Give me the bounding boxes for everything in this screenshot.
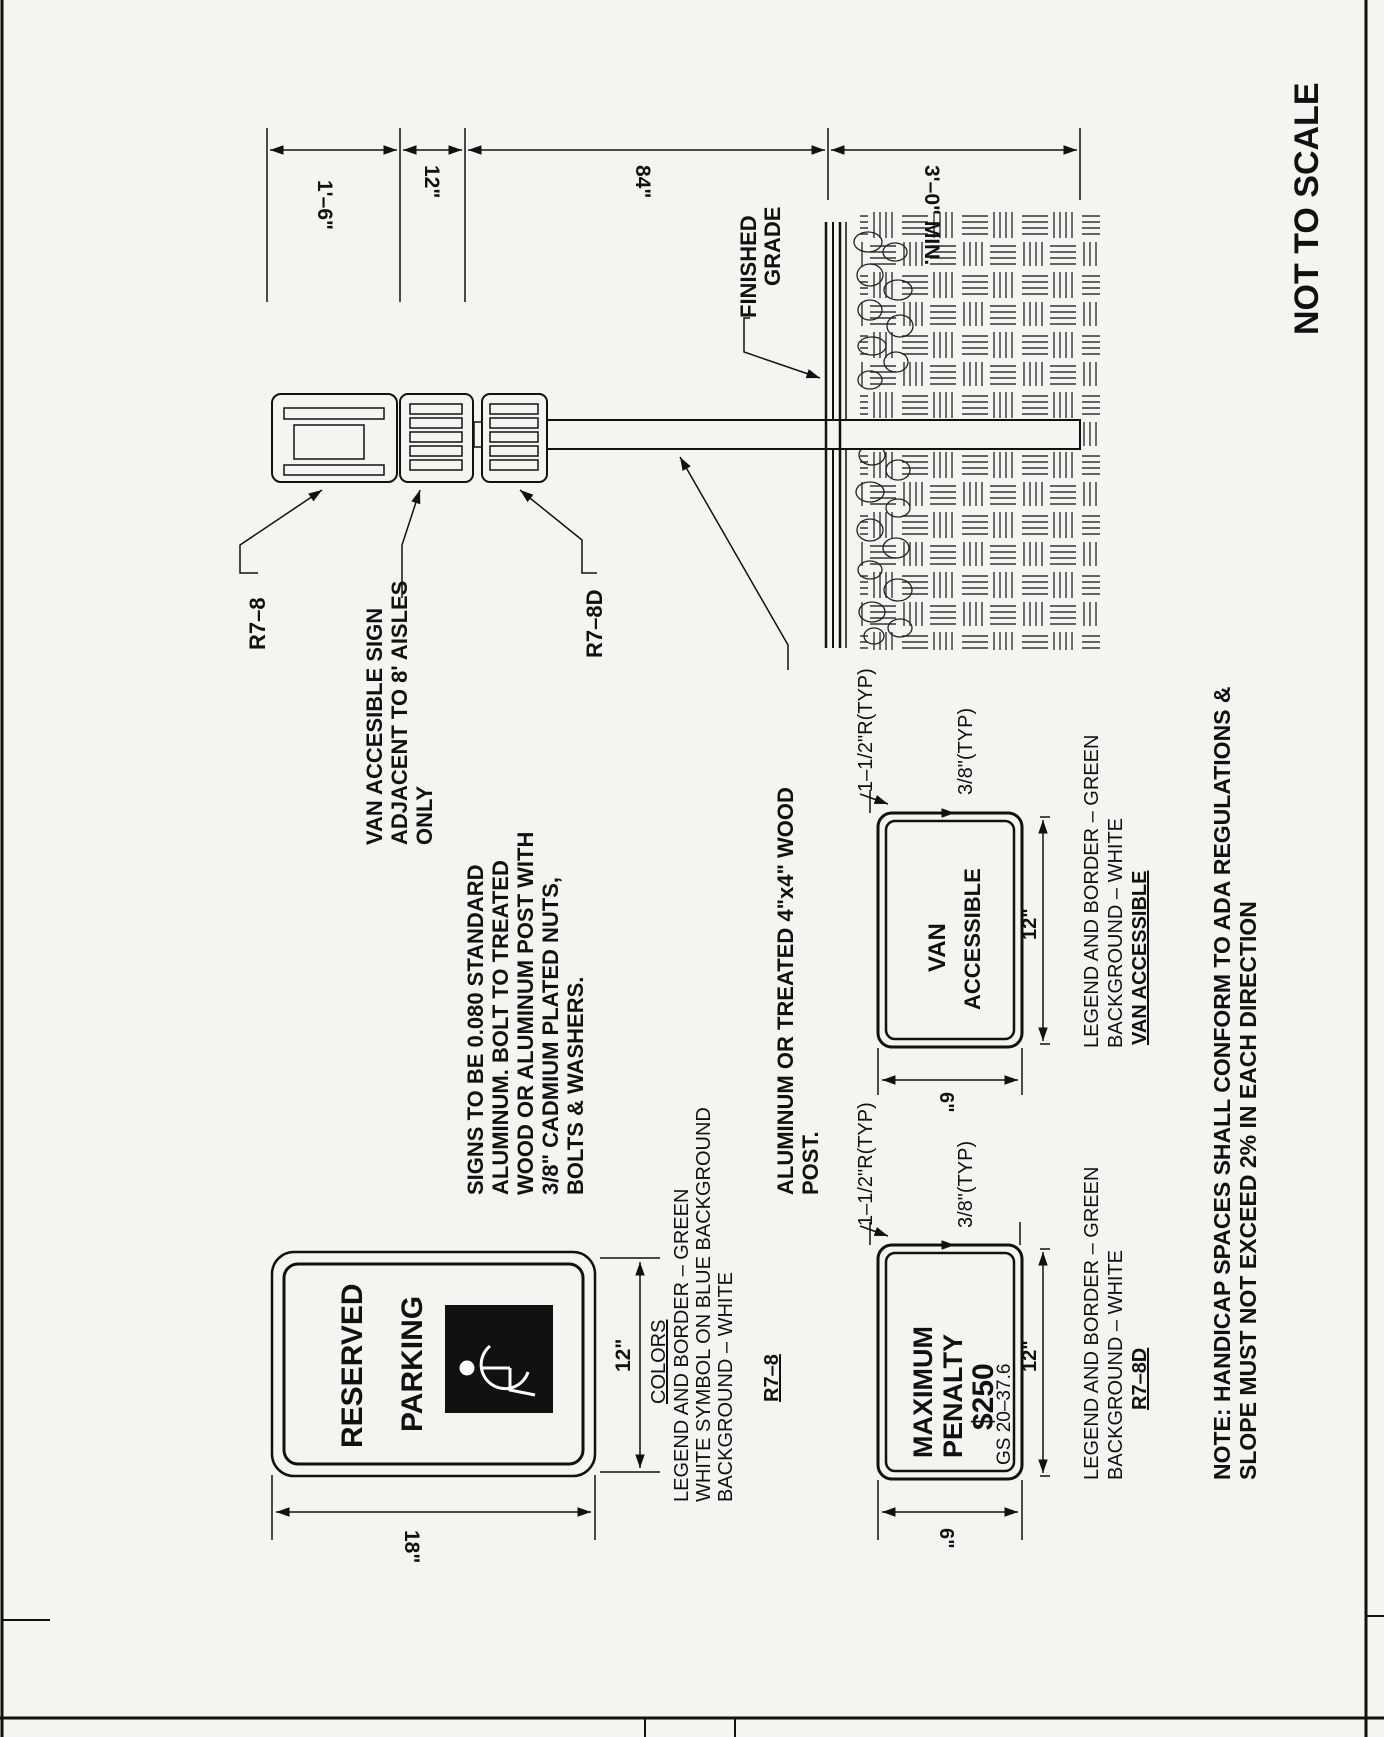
elevation-dimensions xyxy=(266,128,1081,302)
not-to-scale-label: NOT TO SCALE xyxy=(1288,83,1326,336)
r7-8-colors: COLORS LEGEND AND BORDER – GREEN WHITE S… xyxy=(648,1107,783,1502)
van-sign-radius: 1–1/2"R(TYP) xyxy=(855,668,877,792)
svg-text:SIGNS TO BE 0.080 STANDARD: SIGNS TO BE 0.080 STANDARD xyxy=(463,865,488,1195)
signs-note: SIGNS TO BE 0.080 STANDARD ALUMINUM. BOL… xyxy=(463,832,588,1195)
r7-8-sign-detail: RESERVED PARKING 12" 18" COLORS LEGEND A… xyxy=(270,1107,783,1563)
r7-8d-radius: 1–1/2"R(TYP) xyxy=(855,1102,877,1226)
svg-text:POST.: POST. xyxy=(798,1131,823,1195)
r7-8d-dim-height: 6" xyxy=(935,1528,957,1549)
callout-van-sign-note-1: ADJACENT TO 8' AISLES xyxy=(387,581,412,845)
dim-3-0-min: 3'–0" MIN. xyxy=(920,165,943,265)
r7-8d-statute: GS 20–37.6 xyxy=(994,1364,1015,1465)
svg-text:R7–8D: R7–8D xyxy=(1129,1348,1151,1410)
svg-text:WHITE SYMBOL ON BLUE BACKGROUN: WHITE SYMBOL ON BLUE BACKGROUND xyxy=(693,1107,715,1502)
svg-text:COLORS: COLORS xyxy=(648,1320,670,1404)
svg-text:LEGEND AND BORDER – GREEN: LEGEND AND BORDER – GREEN xyxy=(1081,735,1103,1048)
svg-text:SLOPE MUST NOT EXCEED 2% IN EA: SLOPE MUST NOT EXCEED 2% IN EACH DIRECTI… xyxy=(1235,901,1261,1480)
svg-text:BACKGROUND – WHITE: BACKGROUND – WHITE xyxy=(1105,818,1127,1048)
r7-8-dim-width: 12" xyxy=(612,1339,635,1372)
van-sign-colors: LEGEND AND BORDER – GREEN BACKGROUND – W… xyxy=(1081,735,1151,1048)
sign-elevation xyxy=(271,210,1100,650)
svg-text:BOLTS & WASHERS.: BOLTS & WASHERS. xyxy=(563,977,588,1195)
post-note: ALUMINUM OR TREATED 4"x4" WOOD POST. xyxy=(773,787,823,1195)
callout-r7-8: R7–8 xyxy=(245,597,270,650)
r7-8-parking: PARKING xyxy=(396,1296,429,1432)
svg-text:R7–8: R7–8 xyxy=(761,1354,783,1402)
van-sign-accessible: ACCESSIBLE xyxy=(960,868,985,1010)
r7-8d-maximum: MAXIMUM xyxy=(908,1326,938,1458)
elevation-sign-r7-8d xyxy=(481,393,548,483)
svg-text:ALUMINUM. BOLT TO TREATED: ALUMINUM. BOLT TO TREATED xyxy=(488,860,513,1195)
r7-8d-colors: LEGEND AND BORDER – GREEN BACKGROUND – W… xyxy=(1081,1167,1151,1480)
svg-text:LEGEND AND BORDER – GREEN: LEGEND AND BORDER – GREEN xyxy=(1081,1167,1103,1480)
elevation-sign-van xyxy=(399,393,474,483)
callout-r7-8d: R7–8D xyxy=(582,590,607,658)
van-sign-detail: VAN ACCESSIBLE 1–1/2"R(TYP) 3/8"(TYP) 12… xyxy=(855,668,1151,1112)
van-sign-van: VAN xyxy=(924,923,951,972)
van-sign-dim-height: 6" xyxy=(935,1092,957,1113)
post xyxy=(539,419,1081,450)
r7-8d-sign-detail: MAXIMUM PENALTY $250 GS 20–37.6 1–1/2"R(… xyxy=(855,1102,1151,1548)
r7-8d-dim-width: 12" xyxy=(1019,1340,1041,1372)
svg-text:NOTE: HANDICAP SPACES SHALL CO: NOTE: HANDICAP SPACES SHALL CONFORM TO A… xyxy=(1209,686,1235,1480)
r7-8d-border: 3/8"(TYP) xyxy=(955,1141,977,1228)
svg-text:BACKGROUND – WHITE: BACKGROUND – WHITE xyxy=(1105,1250,1127,1480)
r7-8-dim-height: 18" xyxy=(400,1530,423,1563)
callout-finished-grade-1: FINISHED xyxy=(736,215,761,318)
callout-leaders xyxy=(239,317,821,670)
callout-finished-grade-2: GRADE xyxy=(760,207,785,286)
callout-van-sign-note-2: ONLY xyxy=(412,786,437,845)
dim-84: 84" xyxy=(631,165,654,198)
accessibility-symbol-icon xyxy=(445,1305,553,1413)
svg-text:LEGEND AND BORDER – GREEN: LEGEND AND BORDER – GREEN xyxy=(671,1189,693,1502)
svg-text:VAN ACCESSIBLE: VAN ACCESSIBLE xyxy=(1129,871,1151,1045)
r7-8d-fine: $250 xyxy=(967,1363,1000,1430)
rotated-annotations: NOT TO SCALE 1'–6" 12" 84" 3'–0" MIN. R7… xyxy=(245,83,1326,1481)
van-sign-border: 3/8"(TYP) xyxy=(955,708,977,795)
dim-1-6: 1'–6" xyxy=(313,180,336,230)
r7-8d-penalty: PENALTY xyxy=(938,1334,968,1458)
ada-note: NOTE: HANDICAP SPACES SHALL CONFORM TO A… xyxy=(1209,686,1261,1480)
elevation-sign-r7-8 xyxy=(271,393,398,483)
svg-text:3/8" CADMIUM PLATED NUTS,: 3/8" CADMIUM PLATED NUTS, xyxy=(538,877,563,1195)
van-sign-dim-width: 12" xyxy=(1019,908,1041,940)
r7-8-reserved: RESERVED xyxy=(336,1283,369,1448)
dim-12: 12" xyxy=(420,165,443,198)
callout-van-sign: VAN ACCESIBLE SIGN xyxy=(362,608,387,845)
svg-text:BACKGROUND – WHITE: BACKGROUND – WHITE xyxy=(715,1272,737,1502)
svg-text:ALUMINUM OR TREATED 4"x4" WOOD: ALUMINUM OR TREATED 4"x4" WOOD xyxy=(773,787,798,1195)
svg-text:WOOD OR ALUMINUM POST WITH: WOOD OR ALUMINUM POST WITH xyxy=(513,832,538,1195)
